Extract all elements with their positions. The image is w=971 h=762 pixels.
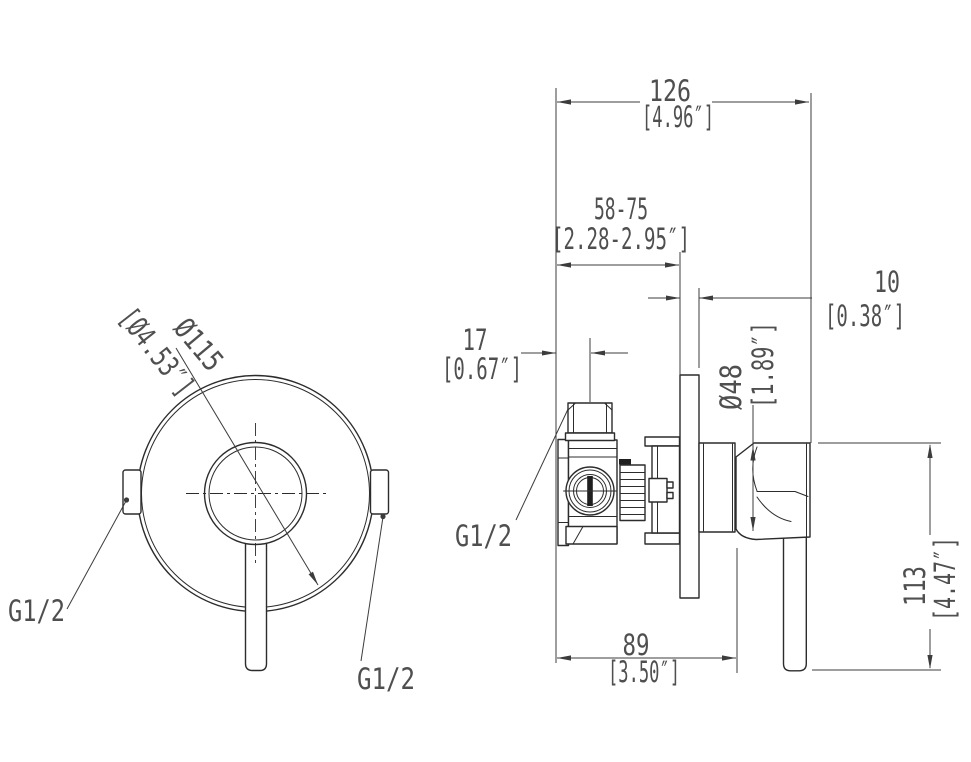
leader-dot bbox=[380, 513, 386, 520]
plate-thickness-inch-label: [0.38″] bbox=[825, 299, 905, 333]
body-depth-inch-label: [3.50″] bbox=[608, 655, 680, 689]
escutcheon-plate-side bbox=[679, 374, 700, 599]
dimension-total-depth: 126 [4.96″] bbox=[557, 74, 812, 443]
handle-diameter-inch-label: [1.89″] bbox=[746, 322, 780, 408]
dimension-plate-thickness: 10 [0.38″] bbox=[648, 265, 905, 368]
side-connection-label: G1/2 bbox=[455, 519, 512, 553]
rough-in-mm-label: 58-75 bbox=[594, 192, 648, 226]
front-view: Ø115 [Ø4.53″] G1/2 G1/2 bbox=[8, 301, 415, 696]
right-connection-label: G1/2 bbox=[357, 662, 415, 696]
left-connection-callout: G1/2 bbox=[8, 497, 130, 628]
dimension-body-depth: 89 [3.50″] bbox=[557, 548, 738, 689]
handle-hub-side bbox=[698, 442, 736, 533]
dimension-handle-height: 113 [4.47″] bbox=[812, 442, 962, 671]
top-inlet-port bbox=[564, 402, 616, 442]
cartridge-block bbox=[619, 464, 646, 522]
inlet-offset-mm-label: 17 bbox=[463, 323, 488, 357]
total-depth-inch-label: [4.96″] bbox=[642, 100, 714, 134]
handle-height-inch-label: [4.47″] bbox=[928, 537, 962, 621]
left-connection-tab bbox=[122, 469, 142, 515]
handle-diameter-mm-label: Ø48 bbox=[714, 364, 748, 410]
side-view: 126 [4.96″] 58-75 [2.28-2.95″] 17 [0.67″… bbox=[442, 74, 962, 689]
body-depth-mm-label: 89 bbox=[623, 628, 650, 662]
cartridge-sleeve bbox=[644, 436, 681, 545]
total-depth-mm-label: 126 bbox=[649, 74, 691, 108]
handle-cap-side bbox=[735, 442, 811, 541]
dimension-rough-in-depth: 58-75 [2.28-2.95″] bbox=[552, 192, 690, 375]
handle-height-mm-label: 113 bbox=[898, 566, 932, 606]
arrowhead bbox=[308, 571, 318, 585]
centerlines bbox=[186, 423, 326, 567]
dimension-inlet-offset: 17 [0.67″] bbox=[442, 323, 628, 402]
body-detail-mark bbox=[619, 459, 631, 465]
dimension-handle-diameter: Ø48 [1.89″] bbox=[714, 322, 780, 531]
plate-thickness-mm-label: 10 bbox=[874, 265, 900, 299]
handle-lever-front bbox=[244, 526, 268, 672]
valve-body-side bbox=[557, 402, 681, 547]
right-connection-tab bbox=[369, 469, 390, 515]
side-connection-callout: G1/2 bbox=[455, 519, 512, 553]
handle-lever-side bbox=[782, 519, 807, 672]
inlet-offset-inch-label: [0.67″] bbox=[442, 352, 522, 386]
rough-in-inch-label: [2.28-2.95″] bbox=[552, 222, 690, 256]
inlet-leader bbox=[515, 406, 570, 521]
right-connection-callout: G1/2 bbox=[357, 513, 415, 696]
leader-dot bbox=[123, 497, 130, 503]
front-port-boss bbox=[563, 466, 617, 516]
left-connection-label: G1/2 bbox=[8, 594, 65, 628]
